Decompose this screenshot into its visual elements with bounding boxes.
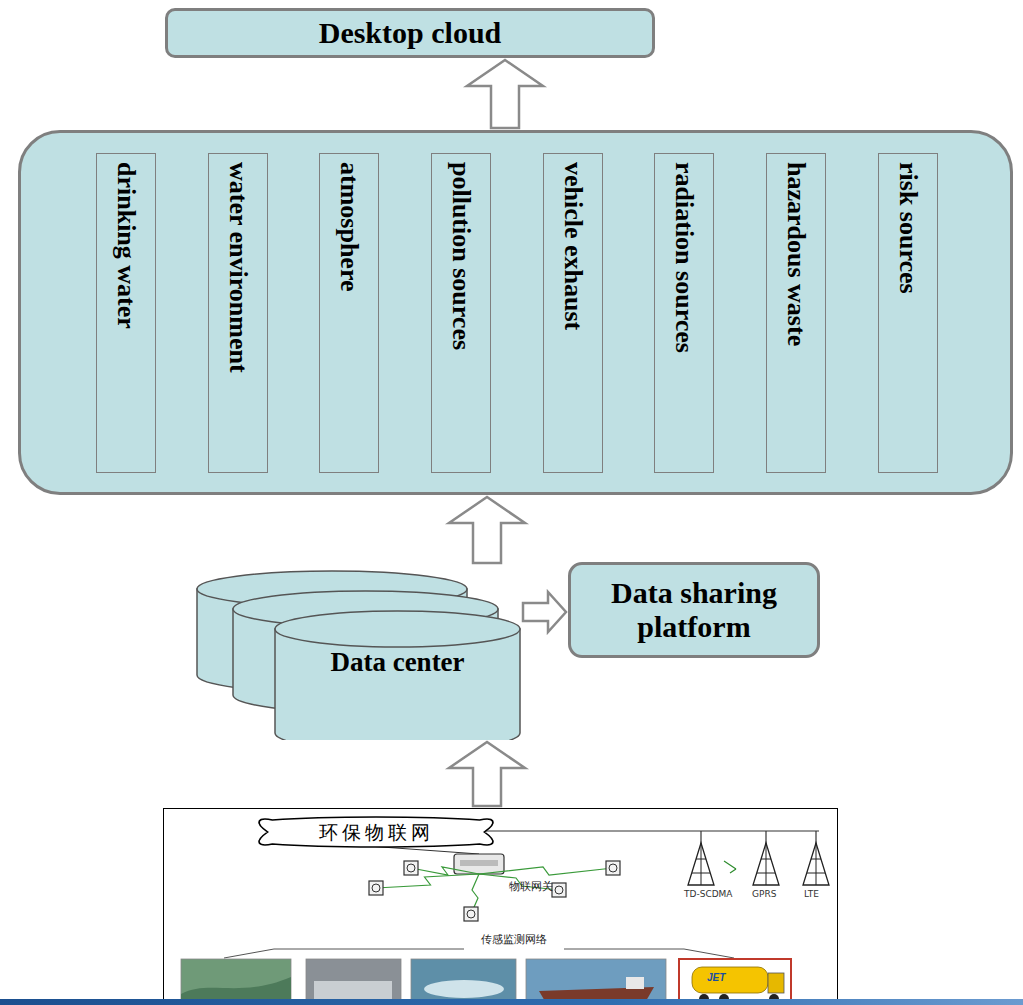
sensor-lens (609, 864, 617, 872)
wire (696, 859, 706, 860)
photo-detail (181, 977, 291, 1005)
bracket (224, 949, 464, 958)
category-box: drinking water (96, 153, 156, 473)
wire (461, 830, 819, 831)
database-label: Data center (275, 647, 520, 678)
wire (757, 873, 775, 874)
category-box: pollution sources (431, 153, 491, 473)
category-box: hazardous waste (766, 153, 826, 473)
box-label: Desktop cloud (319, 16, 502, 51)
wire (761, 859, 771, 860)
wire (724, 861, 736, 869)
sensor-symbol (606, 861, 620, 875)
truck-cab (768, 973, 784, 993)
bracket (564, 949, 734, 958)
wheel (769, 994, 779, 1004)
photo-detail (424, 980, 504, 998)
sensor-symbol (552, 883, 566, 897)
truck-text: JET (707, 972, 725, 983)
cylinder-top (275, 611, 520, 647)
gateway-detail (460, 860, 498, 866)
cloud-label: 环保物联网 (251, 820, 501, 844)
category-box: vehicle exhaust (543, 153, 603, 473)
cloud-shape: 环保物联网 (251, 814, 501, 850)
tank-body (692, 967, 768, 993)
category-box: radiation sources (654, 153, 714, 473)
category-label: pollution sources (447, 162, 476, 350)
wheel (699, 994, 709, 1004)
category-label: water environment (224, 162, 253, 373)
category-label: atmosphere (335, 162, 364, 292)
photo-detail (539, 987, 654, 1003)
slide-bar (0, 999, 1023, 1005)
title-box: Desktop cloud (165, 8, 655, 58)
sensor-lens (467, 910, 475, 918)
tower-symbol (688, 843, 714, 885)
photo-plant (306, 959, 401, 1005)
block-arrow (449, 742, 525, 806)
gateway-label: 物联网关 (509, 879, 553, 894)
wire (816, 843, 817, 885)
sensor-lens (407, 864, 415, 872)
iot-illustration: 环保物联网物联网关传感监测网络 TD-SCDMA GPRS LTE JET (163, 808, 838, 1005)
sensor-lens (372, 884, 380, 892)
wire (807, 873, 825, 874)
tower-label: GPRS (752, 889, 776, 899)
category-label: hazardous waste (782, 162, 811, 346)
photo-landscape (181, 959, 291, 1005)
wheel (719, 994, 729, 1004)
tower-label: LTE (804, 889, 819, 899)
box-label: Data sharing platform (581, 576, 807, 645)
wire (701, 843, 702, 885)
category-box: risk sources (878, 153, 938, 473)
photo-truck (679, 959, 791, 1005)
block-arrow (467, 60, 543, 128)
sensor-lens (555, 886, 563, 894)
category-box: atmosphere (319, 153, 379, 473)
category-box: water environment (208, 153, 268, 473)
wireless-link (479, 867, 613, 875)
tower-symbol (753, 843, 779, 885)
wireless-link (376, 874, 479, 888)
wire (766, 843, 767, 885)
category-label: risk sources (894, 162, 923, 294)
photo-detail (314, 981, 392, 1001)
tower-label: TD-SCDMA (684, 889, 733, 899)
tower-symbol (803, 843, 829, 885)
category-label: vehicle exhaust (559, 162, 588, 330)
block-arrow (523, 592, 566, 632)
sensor-symbol (404, 861, 418, 875)
photo-detail (626, 977, 644, 989)
sensor-symbol (464, 907, 478, 921)
wire (730, 869, 736, 873)
category-label: drinking water (112, 162, 141, 329)
category-label: radiation sources (670, 162, 699, 353)
category-panel: drinking water water environment atmospher… (18, 130, 1013, 495)
wire (692, 873, 710, 874)
database-cylinder: Data center (195, 565, 525, 740)
wireless-link (411, 867, 479, 875)
photo-ship (526, 959, 666, 1005)
photo-sea (411, 959, 516, 1005)
network-label: 传感监测网络 (481, 932, 547, 947)
sensor-symbol (369, 881, 383, 895)
wire (811, 859, 821, 860)
block-arrow (449, 497, 525, 563)
platform-box: Data sharing platform (568, 562, 820, 658)
